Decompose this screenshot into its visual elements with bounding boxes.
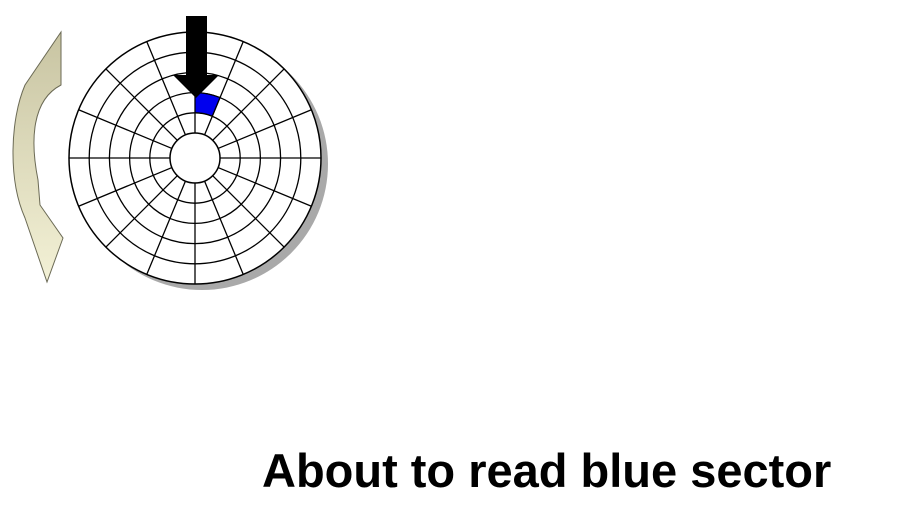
sector-line <box>203 41 244 136</box>
sector-line <box>217 166 312 207</box>
sector-line <box>78 109 173 150</box>
sector-line <box>212 175 285 248</box>
sector-lines <box>69 32 321 284</box>
read-head-arrow-icon <box>173 16 219 98</box>
sector-line <box>203 180 244 275</box>
sector-line <box>146 41 187 136</box>
sector-line <box>212 68 285 141</box>
disk-hub <box>169 132 221 184</box>
caption: About to read blue sector <box>262 444 832 497</box>
sector-line <box>105 68 178 141</box>
rotation-arrow-icon <box>12 30 64 284</box>
sector-line <box>105 175 178 248</box>
sector-line <box>217 109 312 150</box>
sector-line <box>78 166 173 207</box>
sector-line <box>146 180 187 275</box>
